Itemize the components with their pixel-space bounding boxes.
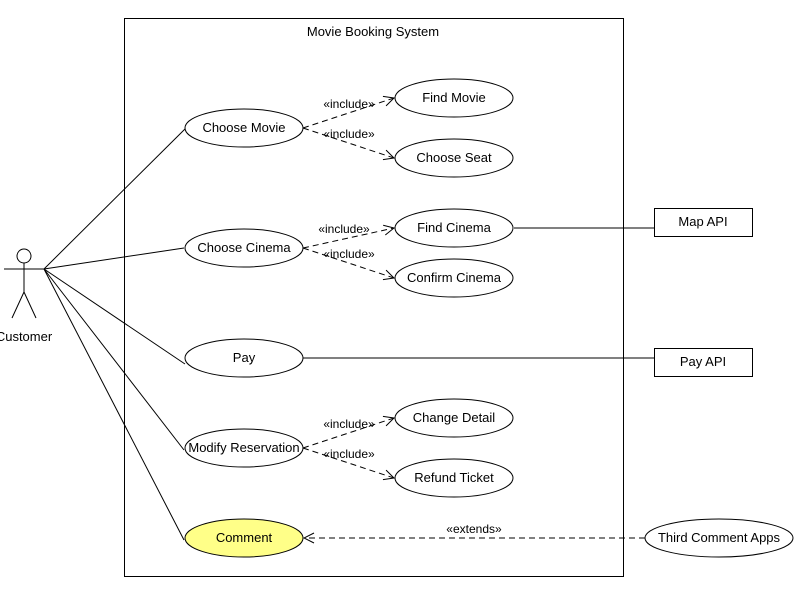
pay-api-label: Pay API bbox=[680, 354, 726, 369]
include-relations bbox=[302, 98, 394, 478]
assoc-customer-comment bbox=[43, 268, 185, 541]
use-case-choose-cinema-label: Choose Cinema bbox=[197, 240, 291, 255]
include-label-5: «include» bbox=[323, 417, 375, 431]
use-case-modify-reservation-label: Modify Reservation bbox=[188, 440, 299, 455]
use-case-choose-movie[interactable]: Choose Movie bbox=[184, 108, 304, 148]
use-case-confirm-cinema-label: Confirm Cinema bbox=[407, 270, 502, 285]
use-case-choose-seat-label: Choose Seat bbox=[416, 150, 492, 165]
use-case-choose-seat[interactable]: Choose Seat bbox=[394, 138, 514, 178]
use-case-change-detail[interactable]: Change Detail bbox=[394, 398, 514, 438]
map-api-actor[interactable]: Map API bbox=[654, 208, 753, 237]
use-case-modify-reservation[interactable]: Modify Reservation bbox=[184, 428, 304, 468]
use-case-find-movie-label: Find Movie bbox=[422, 90, 486, 105]
system-boundary bbox=[124, 18, 624, 577]
map-api-label: Map API bbox=[678, 214, 727, 229]
include-modify-find-change-detail bbox=[302, 418, 394, 449]
pay-api-actor[interactable]: Pay API bbox=[654, 348, 753, 377]
include-choose-movie-find-movie bbox=[302, 98, 394, 129]
use-case-find-movie[interactable]: Find Movie bbox=[394, 78, 514, 118]
customer-left-leg bbox=[11, 291, 25, 319]
use-case-choose-cinema[interactable]: Choose Cinema bbox=[184, 228, 304, 268]
include-choose-movie-choose-seat bbox=[302, 127, 394, 158]
include-choose-cinema-find-cinema bbox=[302, 228, 394, 249]
customer-right-leg bbox=[23, 291, 37, 319]
customer-label: Customer bbox=[0, 329, 53, 344]
assoc-customer-modify-reservation bbox=[43, 268, 185, 451]
third-comment-apps-actor[interactable]: Third Comment Apps bbox=[644, 518, 794, 558]
assoc-customer-choose-movie bbox=[43, 127, 187, 270]
use-case-comment-label: Comment bbox=[216, 530, 273, 545]
use-case-find-cinema[interactable]: Find Cinema bbox=[394, 208, 514, 248]
use-case-choose-movie-label: Choose Movie bbox=[202, 120, 285, 135]
use-case-comment[interactable]: Comment bbox=[184, 518, 304, 558]
use-case-confirm-cinema[interactable]: Confirm Cinema bbox=[394, 258, 514, 298]
use-case-refund-ticket-label: Refund Ticket bbox=[414, 470, 494, 485]
use-case-refund-ticket[interactable]: Refund Ticket bbox=[394, 458, 514, 498]
include-label-3: «include» bbox=[318, 222, 370, 236]
use-case-pay[interactable]: Pay bbox=[184, 338, 304, 378]
customer-associations bbox=[43, 127, 187, 541]
include-choose-cinema-confirm-cinema bbox=[302, 247, 394, 278]
include-label-2: «include» bbox=[323, 127, 375, 141]
extends-label: «extends» bbox=[446, 522, 502, 536]
include-label-6: «include» bbox=[323, 447, 375, 461]
assoc-customer-choose-cinema bbox=[43, 247, 185, 270]
use-case-change-detail-label: Change Detail bbox=[413, 410, 495, 425]
use-case-find-cinema-label: Find Cinema bbox=[417, 220, 491, 235]
third-comment-apps-label: Third Comment Apps bbox=[658, 530, 781, 545]
use-case-pay-label: Pay bbox=[233, 350, 256, 365]
assoc-customer-pay bbox=[43, 268, 186, 365]
include-label-1: «include» bbox=[323, 97, 375, 111]
system-title: Movie Booking System bbox=[307, 24, 439, 39]
include-modify-refund-ticket bbox=[302, 447, 394, 478]
include-label-4: «include» bbox=[323, 247, 375, 261]
customer-actor[interactable]: Customer bbox=[0, 248, 53, 344]
customer-head bbox=[16, 248, 32, 264]
